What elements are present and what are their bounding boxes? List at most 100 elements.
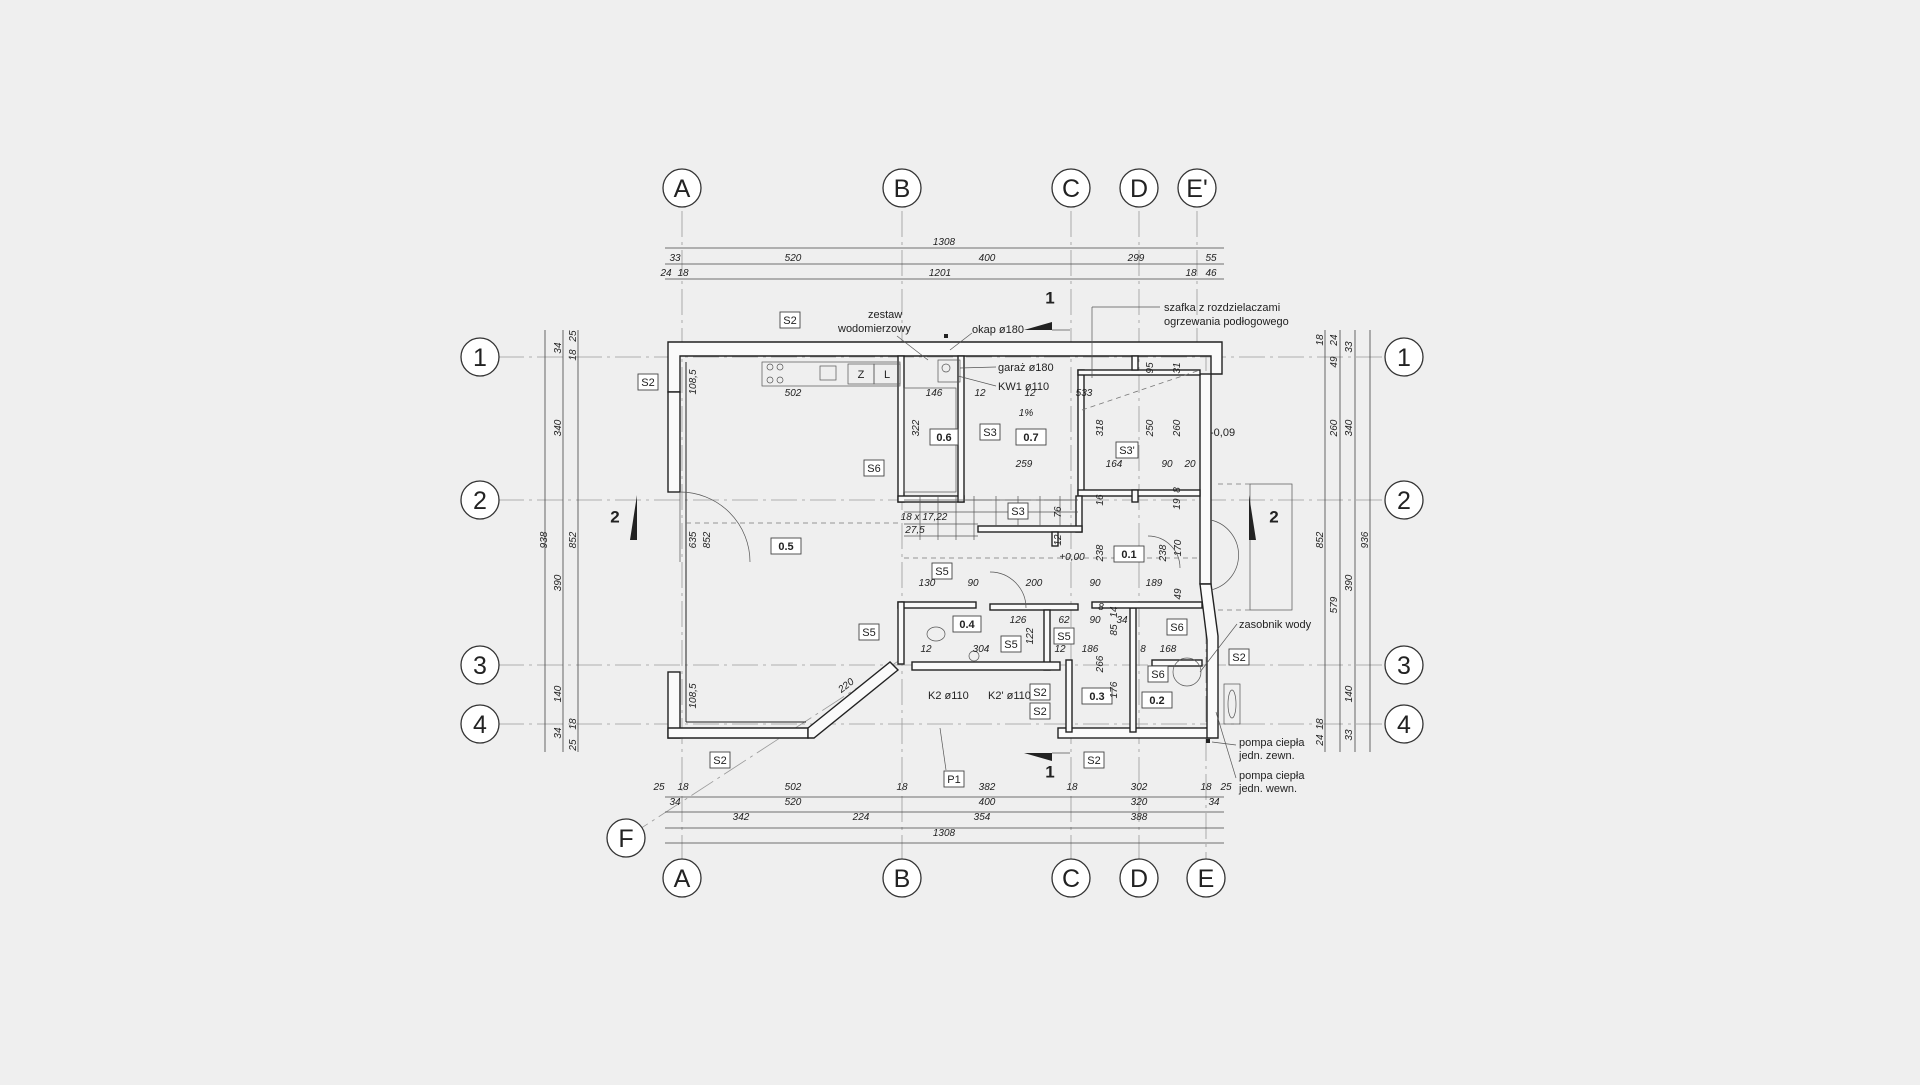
fixtures: Z L — [679, 334, 1293, 743]
dim-int: 170 — [1173, 539, 1184, 556]
axis-label-a-bottom: A — [674, 865, 691, 893]
dim-bot-r1-7: 18 — [1200, 782, 1212, 793]
section-arrow-1-bottom — [1024, 753, 1052, 761]
dim-int: 8 — [1140, 644, 1146, 655]
dim-int: 126 — [1010, 615, 1027, 626]
axis-label-b-bottom: B — [894, 865, 911, 893]
dim-int: 266 — [1095, 655, 1106, 673]
dim-int: 502 — [785, 388, 802, 399]
dim-bot-r1-1: 18 — [677, 782, 689, 793]
dim-int: 168 — [1160, 644, 1177, 655]
axis-bubble-c-top — [1051, 168, 1091, 208]
tag-s6: S6 — [867, 463, 880, 475]
layer-tags: S2 S2 S2 S2 S2 S2 S2 S3 S3 S3' S5 S5 S5 … — [637, 311, 1250, 788]
axis-label-4-left: 4 — [473, 711, 487, 739]
dim-right-8: 18 — [1315, 718, 1326, 730]
hob-burner-icon — [776, 376, 784, 384]
wall-wc-south — [911, 661, 1061, 671]
dim-top-r3-2: 1201 — [929, 268, 951, 279]
interior-walls — [897, 355, 1203, 733]
axis-bubble-2-left — [460, 480, 500, 520]
tag-s3: S3 — [1011, 506, 1024, 518]
tag-s2: S2 — [1087, 755, 1100, 767]
room-0-7: 0.7 — [1023, 432, 1038, 444]
drain-icon — [968, 650, 980, 662]
tag-s6: S6 — [1170, 622, 1183, 634]
dim-int: 146 — [926, 388, 943, 399]
dim-int: 304 — [973, 644, 990, 655]
axis-label-4-right: 4 — [1397, 711, 1411, 739]
heat-pump-unit-icon — [1223, 683, 1241, 725]
terrace-outline — [1249, 483, 1293, 611]
section-markers: 1 1 2 2 — [610, 289, 1278, 782]
kitchen-label-l: L — [884, 369, 890, 381]
hob-burner-icon — [766, 376, 774, 384]
dim-top-r3-0: 24 — [659, 268, 672, 279]
dim-int: 76 — [1053, 506, 1064, 518]
dim-bot-r1-4: 382 — [979, 782, 996, 793]
wall-hall-north — [989, 603, 1079, 611]
axis-bubble-a-bottom — [662, 858, 702, 898]
axis-label-d-top: D — [1130, 175, 1148, 203]
dim-top-r2-2: 400 — [979, 253, 996, 264]
section-mark-1-bottom: 1 — [1045, 763, 1054, 782]
dim-right-total: 936 — [1360, 531, 1371, 548]
exterior-walls — [667, 341, 1223, 739]
dim-int: 259 — [1015, 459, 1033, 470]
axis-label-f: F — [618, 825, 633, 853]
axis-bubble-c-bottom — [1051, 858, 1091, 898]
axis-label-2-right: 2 — [1397, 487, 1411, 515]
axis-bubble-3-left — [460, 645, 500, 685]
dimension-texts-top: 1308 33 520 400 299 55 24 18 1201 18 46 — [659, 237, 1217, 279]
kitchen-label-z: Z — [858, 369, 865, 381]
dim-int: 189 — [1146, 578, 1163, 589]
dim-int: 250 — [1145, 419, 1156, 437]
axis-bubble-d-bottom — [1119, 858, 1159, 898]
dim-bot-overall: 1308 — [933, 828, 956, 839]
sink-icon — [819, 365, 837, 381]
dim-right-3: 49 — [1329, 356, 1340, 368]
axis-label-d-bottom: D — [1130, 865, 1148, 893]
wall-south-west — [667, 727, 809, 739]
tag-s2: S2 — [1033, 706, 1046, 718]
dim-right-9: 24 — [1315, 734, 1326, 747]
wall-bathroom-east — [957, 355, 965, 503]
dim-int: 238 — [1158, 544, 1169, 562]
dishwasher-l-box — [873, 363, 901, 385]
dim-bot-r3-0: 342 — [733, 812, 750, 823]
dim-int: 31 — [1172, 362, 1183, 373]
dim-bot-r2-2: 400 — [979, 797, 996, 808]
dim-int: 260 — [1172, 419, 1183, 437]
dimension-texts-right: 18 24 33 49 260 340 390 140 18 24 33 852… — [1315, 334, 1371, 747]
dim-left-0: 25 — [568, 330, 579, 343]
toilet-icon — [926, 626, 946, 642]
note-manifold: szafka z rozdzielaczami ogrzewania podło… — [1164, 302, 1289, 328]
section-arrow-2-right — [1249, 495, 1256, 540]
wall-bathroom-south — [897, 495, 965, 503]
room-labels: 0.5 0.6 0.7 0.1 0.4 0.3 0.2 — [770, 428, 1173, 709]
section-mark-2-left: 2 — [610, 508, 619, 527]
dim-int: 19 — [1172, 498, 1183, 510]
wall-pantry-north — [1091, 601, 1203, 609]
water-meter-box — [937, 359, 961, 383]
axis-label-e-prime-top: E' — [1186, 175, 1207, 203]
hall-door-swing — [1147, 535, 1181, 569]
dim-bot-r1-5: 18 — [1066, 782, 1078, 793]
dim-right-0: 18 — [1315, 334, 1326, 346]
dim-int: 27,5 — [904, 525, 925, 536]
dim-top-r2-3: 299 — [1127, 253, 1145, 264]
axis-label-3-right: 3 — [1397, 652, 1411, 680]
axis-label-e-bottom: E — [1198, 865, 1215, 893]
dim-right-mid-1: 579 — [1329, 596, 1340, 613]
dim-int: 95 — [1145, 362, 1156, 374]
note-hood: okap ø180 — [972, 324, 1024, 336]
note-k2-prime: K2' ø110 — [988, 690, 1031, 702]
axis-bubble-e-prime-top — [1177, 168, 1217, 208]
section-arrow-2-left — [630, 495, 637, 540]
note-water-meter-line1: zestaw — [868, 309, 902, 321]
axis-label-c-top: C — [1062, 175, 1080, 203]
water-tank-icon — [1172, 657, 1202, 687]
note-water-meter: zestaw wodomierzowy — [837, 309, 911, 335]
dim-top-r2-0: 33 — [669, 253, 681, 264]
